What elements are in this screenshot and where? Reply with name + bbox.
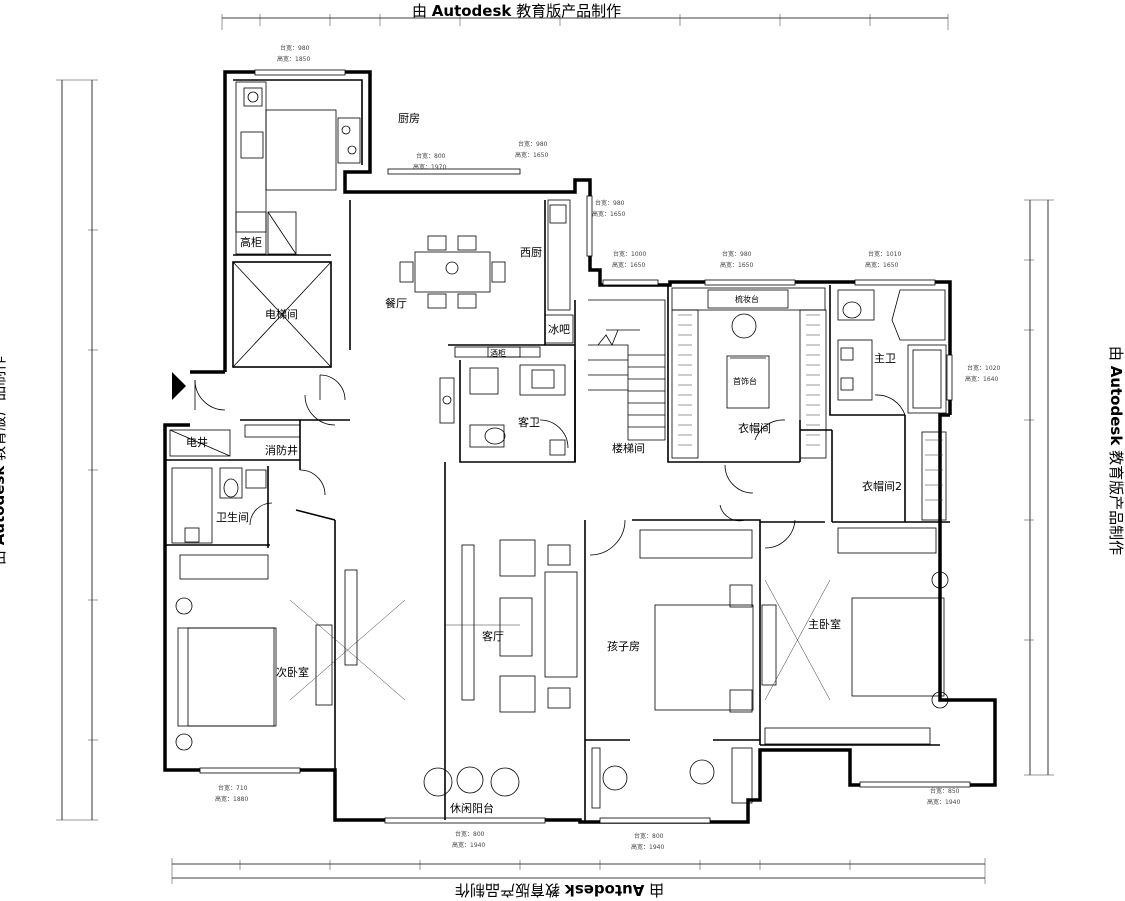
label-stair: 楼梯间 bbox=[612, 441, 645, 455]
window-note-height: 高宽：1650 bbox=[515, 151, 548, 159]
label-fridge: 冰吧 bbox=[548, 323, 570, 336]
label-balcony: 休闲阳台 bbox=[450, 801, 494, 815]
window-note-height: 高宽：1880 bbox=[215, 795, 248, 803]
watermark-suffix: 教育版产品制作 bbox=[516, 2, 622, 20]
window-note-height: 高宽：1650 bbox=[592, 210, 625, 218]
label-island: 首饰台 bbox=[733, 376, 757, 386]
window-note-height: 高宽：1640 bbox=[965, 375, 998, 383]
label-living: 客厅 bbox=[482, 629, 504, 643]
second-bedroom-furniture bbox=[175, 554, 406, 751]
label-vanity: 梳妆台 bbox=[735, 294, 759, 304]
label-kitchen: 厨房 bbox=[398, 112, 420, 125]
label-dining: 餐厅 bbox=[385, 296, 407, 310]
kids-room-furniture bbox=[591, 529, 777, 809]
label-bathroom: 卫生间 bbox=[216, 510, 249, 524]
window-note-height: 高宽：1850 bbox=[277, 55, 310, 63]
label-elevator: 电梯间 bbox=[265, 308, 298, 321]
watermark-brand: Autodesk bbox=[431, 2, 512, 20]
window-note-height: 高宽：1650 bbox=[865, 261, 898, 269]
window-note-sill: 台宽：980 bbox=[722, 250, 752, 258]
kitchen-fixtures bbox=[235, 81, 574, 358]
bathroom-fixtures bbox=[171, 467, 267, 544]
closet-fixtures bbox=[671, 287, 827, 459]
window-note-height: 高宽：1940 bbox=[452, 841, 485, 849]
stair bbox=[588, 299, 666, 441]
window-note-sill: 台宽：980 bbox=[518, 140, 548, 148]
label-master-bedroom: 主卧室 bbox=[808, 617, 841, 631]
label-closet: 衣帽间 bbox=[738, 421, 771, 435]
room-labels: 厨房 西厨 餐厅 电梯间 高柜 冰吧 酒柜 客卫 楼梯间 衣帽间 梳妆台 首饰台… bbox=[186, 112, 902, 815]
label-fire-shaft: 消防井 bbox=[265, 443, 298, 457]
window-note-sill: 台宽：1020 bbox=[967, 364, 1000, 372]
master-bedroom-furniture bbox=[764, 527, 949, 745]
window-note-sill: 台宽：850 bbox=[930, 787, 960, 795]
window-note-sill: 台宽：800 bbox=[416, 152, 446, 160]
balcony-furniture bbox=[423, 766, 520, 797]
dimension-lines bbox=[56, 14, 1054, 884]
window-note-sill: 台宽：1000 bbox=[613, 250, 646, 258]
dining-table bbox=[399, 235, 506, 309]
door-swings bbox=[194, 374, 906, 556]
window-note-height: 高宽：1650 bbox=[720, 261, 753, 269]
label-kids-room: 孩子房 bbox=[607, 640, 640, 653]
label-closet2: 衣帽间2 bbox=[862, 479, 902, 493]
living-room-furniture bbox=[344, 539, 578, 713]
window-note-height: 高宽：1940 bbox=[631, 843, 664, 851]
window-note-height: 高宽：1650 bbox=[612, 261, 645, 269]
window-note-sill: 台宽：980 bbox=[280, 44, 310, 52]
walls bbox=[163, 69, 997, 824]
master-bath-fixtures bbox=[837, 289, 947, 521]
window-note-height: 高宽：1970 bbox=[413, 163, 446, 171]
window-note-sill: 台宽：800 bbox=[634, 832, 664, 840]
label-wine-cabinet: 酒柜 bbox=[490, 348, 506, 358]
watermark-prefix: 由 bbox=[412, 2, 428, 20]
guest-bath-fixtures bbox=[439, 364, 566, 456]
label-electric-shaft: 电井 bbox=[186, 435, 208, 449]
entry-arrow-icon bbox=[172, 372, 186, 400]
label-guest-bath: 客卫 bbox=[518, 415, 540, 429]
window-notes: 台宽：980 高宽：1850 台宽：800 高宽：1970 台宽：980 高宽：… bbox=[215, 44, 1000, 851]
label-master-bath: 主卫 bbox=[874, 352, 896, 365]
window-note-sill: 台宽：980 bbox=[595, 199, 625, 207]
window-note-sill: 台宽：800 bbox=[455, 830, 485, 838]
label-western-kitchen: 西厨 bbox=[520, 246, 542, 259]
watermark-top: 由 Autodesk 教育版产品制作 bbox=[412, 0, 621, 21]
shafts bbox=[169, 424, 301, 457]
window-note-sill: 台宽：1010 bbox=[868, 250, 901, 258]
window-note-sill: 台宽：710 bbox=[218, 784, 248, 792]
label-tall-cabinet: 高柜 bbox=[240, 235, 262, 249]
label-second-bedroom: 次卧室 bbox=[276, 665, 309, 679]
window-note-height: 高宽：1940 bbox=[927, 798, 960, 806]
